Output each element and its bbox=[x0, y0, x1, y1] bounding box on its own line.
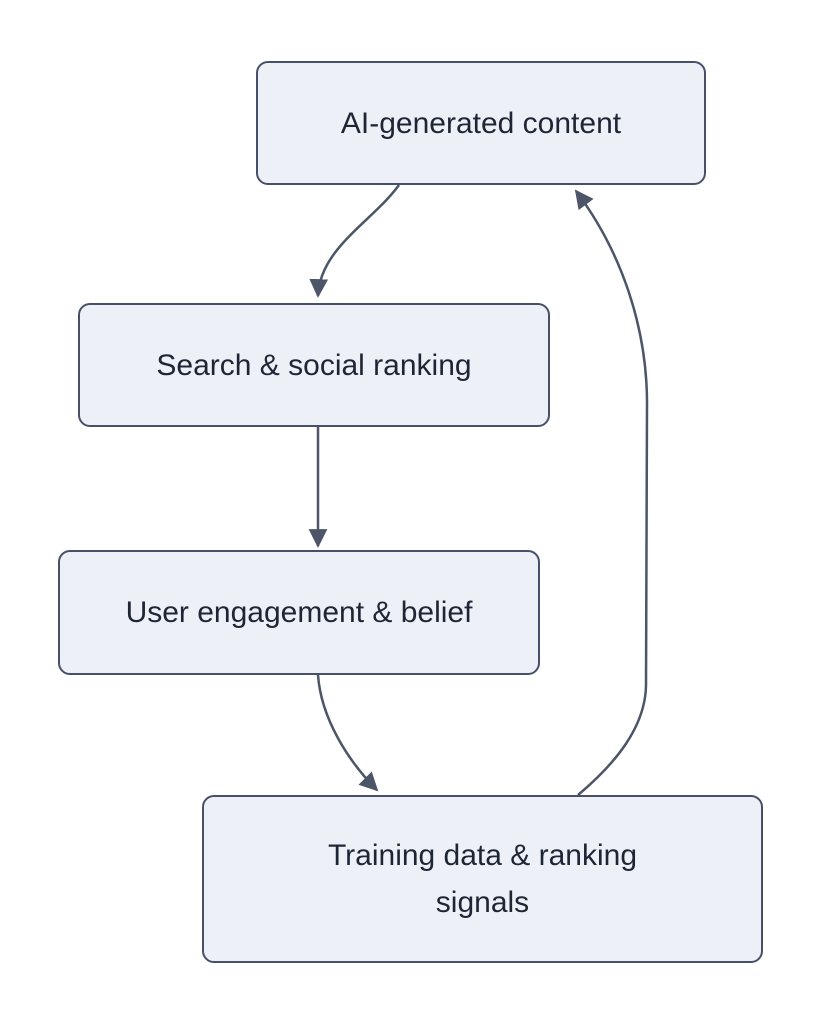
node-label: Search & social ranking bbox=[156, 348, 472, 382]
node-training-data-ranking-signals: Training data & ranking signals bbox=[202, 795, 763, 963]
node-label: Training data & ranking signals bbox=[327, 839, 638, 919]
node-ai-generated-content: AI-generated content bbox=[256, 61, 706, 185]
edge-engagement-to-training bbox=[316, 674, 379, 792]
node-label: AI-generated content bbox=[340, 106, 622, 140]
node-label: User engagement & belief bbox=[125, 596, 473, 629]
edge-ai-to-ranking bbox=[309, 184, 401, 298]
edge-training-to-ai bbox=[574, 189, 649, 796]
node-search-social-ranking: Search & social ranking bbox=[78, 303, 550, 427]
node-user-engagement-belief: User engagement & belief bbox=[58, 550, 540, 675]
